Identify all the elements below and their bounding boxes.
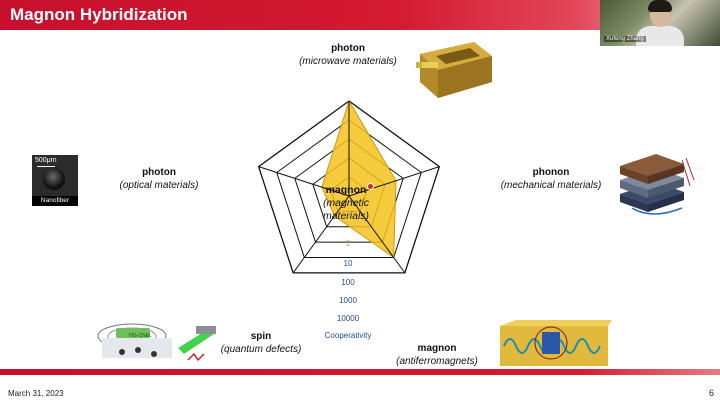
axis-title: magnon bbox=[417, 343, 457, 354]
axis-subtitle: (mechanical materials) bbox=[500, 180, 602, 191]
radar-axis-2 bbox=[348, 195, 406, 274]
tick-label-1: 1 bbox=[345, 239, 351, 248]
radar-ring-3 bbox=[294, 138, 404, 243]
radar-axis-3 bbox=[292, 195, 350, 274]
slide-page-number: 6 bbox=[708, 388, 714, 398]
axis-label-magnon-afm: magnon (antiferromagnets) bbox=[372, 342, 502, 368]
center-label-title: magnon bbox=[325, 184, 367, 196]
axis-subtitle: (microwave materials) bbox=[299, 56, 397, 67]
axis-label-photon-optical: photon (optical materials) bbox=[94, 166, 224, 192]
nanofiber-caption: Nanofiber bbox=[32, 196, 78, 206]
center-label: magnon (magnetic materials) bbox=[312, 184, 380, 223]
mechanical-stack-image bbox=[620, 154, 695, 215]
yig-cnel-label: YIG-CNEL bbox=[128, 333, 152, 339]
radar-axis-1 bbox=[348, 166, 440, 197]
webcam-speaker-hair bbox=[648, 0, 672, 12]
tick-label-1000: 1000 bbox=[339, 296, 357, 305]
microwave-cavity-image bbox=[416, 42, 492, 98]
tick-label-10000: 10000 bbox=[336, 314, 360, 323]
center-label-subtitle-1: (magnetic bbox=[322, 197, 370, 209]
slide-title: Magnon Hybridization bbox=[10, 5, 188, 24]
axis-title: photon bbox=[331, 43, 365, 54]
axis-title: phonon bbox=[532, 167, 570, 178]
axis-label-photon-microwave: photon (microwave materials) bbox=[283, 42, 413, 68]
header-divider bbox=[0, 30, 720, 33]
cooperativity-caption: Cooperativity bbox=[324, 331, 372, 340]
axis-subtitle: (antiferromagnets) bbox=[396, 356, 478, 367]
tick-label-100: 100 bbox=[341, 278, 355, 287]
axis-title: spin bbox=[250, 331, 272, 342]
webcam-speaker-body bbox=[636, 26, 684, 46]
microsphere bbox=[43, 168, 65, 190]
radar-axis-4 bbox=[258, 166, 350, 197]
radar-ring-5 bbox=[257, 100, 441, 274]
webcam-participant-name: Xufeng Zhang bbox=[604, 36, 646, 42]
axis-subtitle: (quantum defects) bbox=[220, 344, 302, 355]
radar-coupling-area bbox=[321, 99, 397, 259]
antiferromagnet-cavity-image bbox=[500, 320, 612, 366]
radar-ring-4 bbox=[276, 119, 422, 258]
center-marker bbox=[367, 183, 374, 190]
axis-title: photon bbox=[142, 167, 176, 178]
axis-subtitle: (optical materials) bbox=[119, 180, 199, 191]
tick-label-10: 10 bbox=[343, 259, 353, 268]
slide-date: March 31, 2023 bbox=[8, 389, 64, 398]
scale-bar bbox=[37, 166, 55, 167]
axis-label-phonon: phonon (mechanical materials) bbox=[486, 166, 616, 192]
webcam-video[interactable] bbox=[600, 0, 720, 46]
nanofiber-scale-label: 500μm bbox=[35, 157, 57, 164]
quantum-defect-image bbox=[97, 323, 216, 362]
nanofiber-image: 500μm Nanofiber bbox=[32, 155, 78, 206]
slide-footer-bar bbox=[0, 369, 720, 375]
axis-label-spin: spin (quantum defects) bbox=[196, 330, 326, 356]
center-label-subtitle-2: materials) bbox=[322, 210, 370, 222]
